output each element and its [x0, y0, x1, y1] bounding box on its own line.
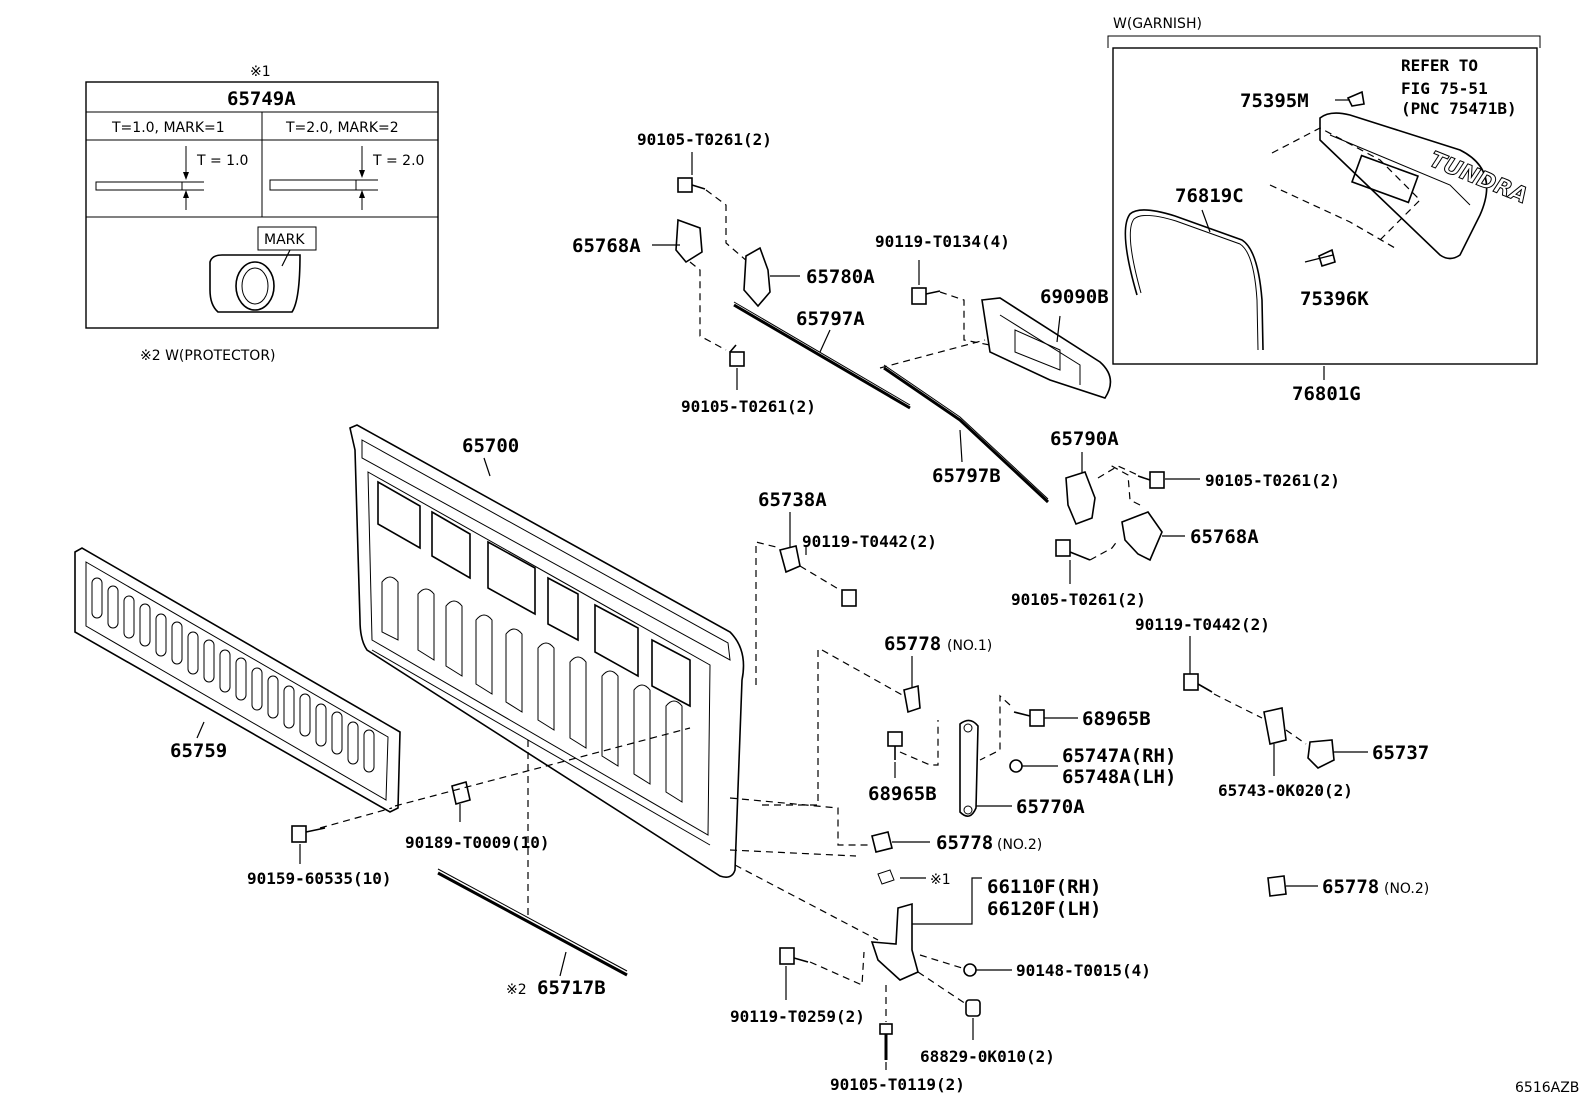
label-65759: 65759: [170, 740, 227, 762]
clip-90189: [451, 780, 471, 806]
label-90105-top: 90105-T0261(2): [637, 130, 772, 149]
label-68965b-a: 68965B: [1082, 708, 1151, 730]
label-65748a: 65748A(LH): [1062, 766, 1176, 788]
hinge-65768a-right: [1121, 511, 1163, 562]
panel-65759: [74, 547, 401, 813]
shim-65749a: [877, 869, 895, 885]
label-65778-no1-suffix: (NO.1): [947, 638, 992, 654]
label-90119-t0259: 90119-T0259(2): [730, 1007, 865, 1026]
bumper-65778-no2-a: [871, 831, 893, 853]
label-65778-no2-a-suffix: (NO.2): [997, 837, 1042, 853]
bracket-65737: [1307, 739, 1335, 769]
hinge-66110f: [870, 902, 919, 981]
label-65768a-right: 65768A: [1190, 526, 1259, 548]
inset-col2-dim: T = 2.0: [372, 153, 424, 169]
label-65768a-top: 65768A: [572, 235, 641, 257]
washer-65747a: [1009, 759, 1023, 773]
bolt-68965b-b: [887, 731, 903, 760]
garnish-refer-3: (PNC 75471B): [1401, 99, 1517, 118]
latch-65780a: [743, 246, 771, 308]
garnish-box-label: 76801G: [1292, 383, 1361, 405]
label-90119-t0442-a: 90119-T0442(2): [802, 532, 937, 551]
nut-68829: [965, 999, 981, 1017]
label-69090b: 69090B: [1040, 286, 1109, 308]
bolt-90119-t0442-b: [1183, 673, 1213, 693]
bolt-90105-t0119: [879, 1023, 893, 1060]
label-65778-no2-a: 65778: [936, 832, 993, 854]
inset-part-number: 65749A: [227, 88, 296, 110]
garnish-label-76819c: 76819C: [1175, 185, 1244, 207]
garnish-group: W(GARNISH) REFER TO FIG 75-51 (PNC 75471…: [1107, 16, 1541, 405]
label-65717b: 65717B: [537, 977, 606, 999]
bumper-65778-no2-b: [1267, 875, 1287, 897]
inset-col1-dim: T = 1.0: [196, 153, 248, 169]
bolt-68965b-a: [1013, 709, 1045, 727]
inset-col2-header: T=2.0, MARK=2: [285, 120, 399, 136]
label-65770a: 65770A: [1016, 796, 1085, 818]
label-66110f-mark: ※1: [930, 872, 951, 888]
label-65790a: 65790A: [1050, 428, 1119, 450]
label-65780a: 65780A: [806, 266, 875, 288]
garnish-label-75395m: 75395M: [1240, 90, 1309, 112]
label-65797b: 65797B: [932, 465, 1001, 487]
label-68965b-b: 68965B: [868, 783, 937, 805]
bolt-90119-t0259: [779, 947, 809, 965]
label-65778-no2-b-suffix: (NO.2): [1384, 881, 1429, 897]
label-90105-right: 90105-T0261(2): [1205, 471, 1340, 490]
bracket-65738a: [779, 545, 801, 574]
inset-mark-label: MARK: [264, 232, 305, 248]
bolt-90159: [291, 825, 326, 843]
garnish-title: W(GARNISH): [1113, 16, 1202, 32]
label-90148: 90148-T0015(4): [1016, 961, 1151, 980]
bolt-90105-top: [677, 177, 706, 193]
label-65747a: 65747A(RH): [1062, 745, 1176, 767]
label-65717b-mark: ※2: [506, 982, 527, 998]
strip-65717b: [437, 871, 628, 977]
bumper-65778-no1: [903, 684, 921, 714]
label-68829: 68829-0K010(2): [920, 1047, 1055, 1066]
inset-note-mark: ※1: [250, 64, 271, 80]
rod-65797b: [883, 366, 1050, 504]
hinge-65768a-top: [675, 218, 703, 264]
label-65778-no2-b: 65778: [1322, 876, 1379, 898]
handle-69090b: [981, 297, 1112, 399]
label-90189: 90189-T0009(10): [405, 833, 550, 852]
bolt-90105-right: [1137, 471, 1165, 489]
label-90119-t0442-b: 90119-T0442(2): [1135, 615, 1270, 634]
label-90105-low: 90105-T0261(2): [1011, 590, 1146, 609]
protector-note: ※2 W(PROTECTOR): [140, 348, 276, 364]
label-65700: 65700: [462, 435, 519, 457]
tailgate-65700: [349, 424, 745, 878]
garnish-refer-2: FIG 75-51: [1401, 79, 1488, 98]
figure-code: 6516AZB: [1515, 1080, 1579, 1096]
label-65738a: 65738A: [758, 489, 827, 511]
label-90105-t0119: 90105-T0119(2): [830, 1075, 965, 1094]
bolt-90148: [963, 963, 977, 977]
label-66110f: 66110F(RH): [987, 876, 1101, 898]
bolt-90105-low: [1055, 539, 1091, 561]
label-65743: 65743-0K020(2): [1218, 781, 1353, 800]
garnish-refer-1: REFER TO: [1401, 56, 1478, 75]
label-65778-no1: 65778: [884, 633, 941, 655]
rod-65797a: [733, 303, 911, 410]
cable-65770a: [959, 719, 979, 817]
block-65743: [1263, 707, 1287, 745]
label-65797a: 65797A: [796, 308, 865, 330]
label-90105-mid: 90105-T0261(2): [681, 397, 816, 416]
label-90119-t0134: 90119-T0134(4): [875, 232, 1010, 251]
bolt-90119-t0442-a: [841, 589, 857, 607]
bolt-90105-mid: [729, 344, 745, 367]
latch-65790a: [1065, 471, 1096, 526]
inset-65749a: ※1 65749A T=1.0, MARK=1 T=2.0, MARK=2 T …: [85, 64, 439, 329]
garnish-label-75396k: 75396K: [1300, 288, 1369, 310]
label-90159: 90159-60535(10): [247, 869, 392, 888]
inset-col1-header: T=1.0, MARK=1: [111, 120, 225, 136]
label-65737: 65737: [1372, 742, 1429, 764]
bolt-90119-t0134: [911, 287, 941, 305]
label-66120f: 66120F(LH): [987, 898, 1101, 920]
